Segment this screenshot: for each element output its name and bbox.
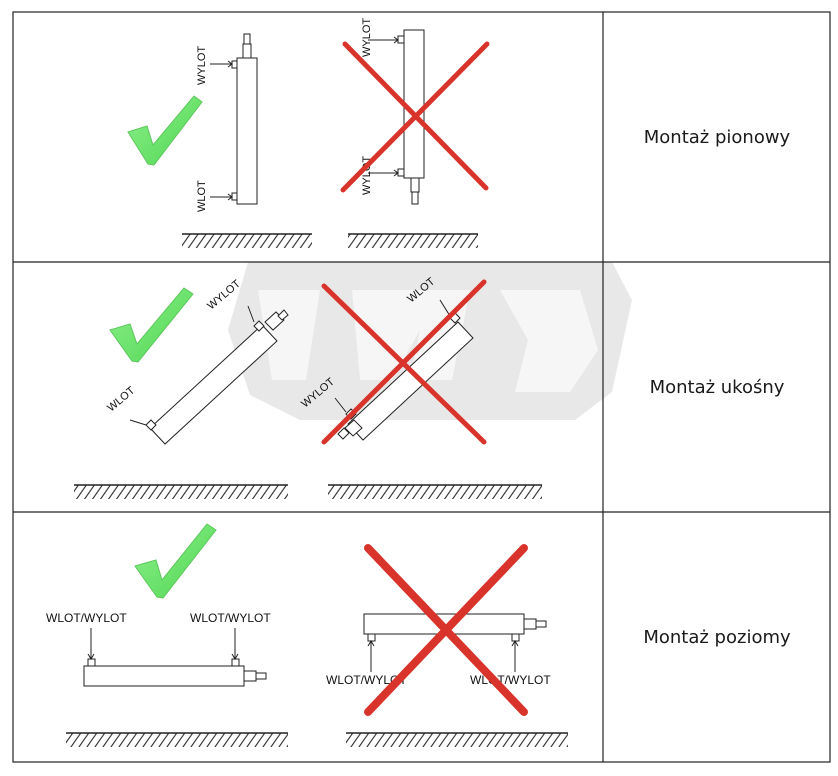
radiator-correct-diagonal bbox=[129, 305, 289, 445]
inlet-label: WLOT bbox=[105, 385, 137, 415]
floor-hatch bbox=[182, 233, 478, 248]
check-mark-icon bbox=[127, 95, 203, 166]
row-horizontal: WLOT/WYLOT WLOT/WYLOT WLOT/WYLOT WLOT/WY… bbox=[46, 523, 568, 747]
label-cell-horizontal: Montaż poziomy bbox=[604, 512, 830, 762]
cross-mark-icon bbox=[321, 279, 487, 445]
outlet-label: WYLOT bbox=[196, 46, 208, 85]
watermark-logo bbox=[228, 262, 632, 420]
cross-mark-icon bbox=[364, 544, 528, 716]
cross-mark-icon bbox=[340, 41, 490, 193]
floor-hatch bbox=[74, 484, 542, 499]
label-cell-vertical: Montaż pionowy bbox=[604, 12, 830, 262]
radiator-wrong-diagonal bbox=[334, 299, 474, 441]
port-label-left: WLOT/WYLOT bbox=[46, 611, 127, 625]
check-mark-icon bbox=[109, 287, 194, 363]
row-label-horizontal: Montaż poziomy bbox=[643, 626, 791, 648]
row-vertical: WYLOT WLOT WYLOT WYLOT bbox=[127, 18, 490, 248]
table-grid bbox=[12, 11, 831, 763]
port-label-right: WLOT/WYLOT bbox=[190, 611, 271, 625]
floor-hatch bbox=[66, 732, 568, 747]
radiator-correct-horizontal bbox=[83, 628, 267, 687]
radiator-correct-vertical bbox=[210, 33, 258, 205]
row-label-vertical: Montaż pionowy bbox=[643, 126, 791, 148]
inlet-label: WLOT bbox=[196, 180, 208, 212]
row-label-diagonal: Montaż ukośny bbox=[649, 376, 785, 398]
label-cell-diagonal: Montaż ukośny bbox=[604, 262, 830, 512]
radiator-wrong-vertical bbox=[368, 29, 425, 205]
outlet-label-top: WYLOT bbox=[361, 18, 373, 57]
check-mark-icon bbox=[134, 523, 217, 599]
port-label-left: WLOT/WYLOT bbox=[326, 673, 407, 687]
port-label-right: WLOT/WYLOT bbox=[470, 673, 551, 687]
